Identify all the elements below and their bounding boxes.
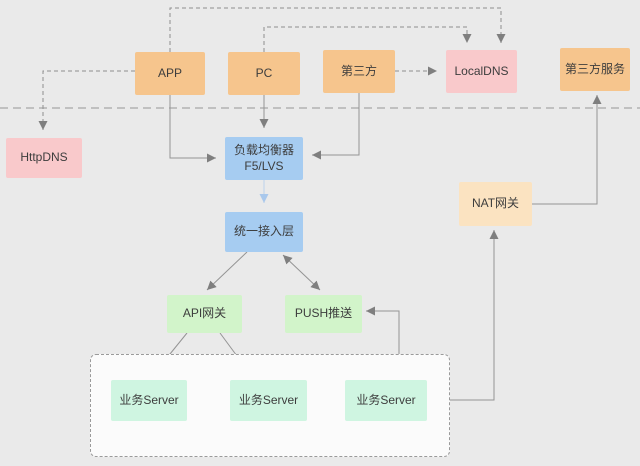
edge-app-to-localdns (169, 7, 506, 52)
node-third-party-service: 第三方服务 (560, 48, 630, 91)
edge-natgateway-to-thirdpartyservice (532, 95, 602, 205)
node-business-server-3: 业务Server (345, 380, 427, 421)
node-business-server-1: 业务Server (111, 380, 187, 421)
node-push-service: PUSH推送 (285, 295, 362, 333)
edge-app-to-httpdns (38, 70, 135, 130)
node-unified-access-layer: 统一接入层 (225, 212, 303, 252)
node-local-dns-label: LocalDNS (454, 63, 509, 78)
node-third-party: 第三方 (323, 50, 395, 93)
load-balancer-line2: F5/LVS (244, 158, 284, 173)
node-business-server-2: 业务Server (230, 380, 307, 421)
node-api-gateway: API网关 (167, 295, 242, 333)
node-push-service-label: PUSH推送 (294, 306, 353, 321)
node-pc-label: PC (255, 65, 273, 80)
edge-accesslayer-push-bidirectional (282, 254, 321, 291)
edge-thirdparty-to-loadbalancer (312, 93, 360, 160)
node-nat-gateway-label: NAT网关 (471, 196, 520, 211)
node-app: APP (135, 52, 205, 95)
node-http-dns: HttpDNS (6, 138, 82, 178)
node-business-server-3-label: 业务Server (356, 392, 416, 407)
load-balancer-line1: 负载均衡器 (233, 142, 294, 157)
node-api-gateway-label: API网关 (182, 306, 227, 321)
edge-accesslayer-to-apigateway (206, 251, 248, 291)
edge-app-to-loadbalancer (169, 95, 216, 163)
node-nat-gateway: NAT网关 (459, 182, 532, 226)
node-unified-access-layer-label: 统一接入层 (233, 224, 294, 239)
node-app-label: APP (157, 65, 182, 80)
node-business-server-2-label: 业务Server (238, 392, 299, 407)
node-load-balancer: 负载均衡器 F5/LVS (225, 137, 303, 180)
node-business-server-1-label: 业务Server (119, 392, 179, 407)
node-third-party-label: 第三方 (340, 63, 377, 78)
node-http-dns-label: HttpDNS (20, 150, 68, 165)
edge-pc-to-localdns (263, 26, 472, 52)
node-load-balancer-label: 负载均衡器 F5/LVS (234, 143, 294, 174)
node-third-party-service-label: 第三方服务 (564, 61, 625, 76)
node-pc: PC (228, 52, 300, 95)
node-local-dns: LocalDNS (446, 50, 517, 93)
